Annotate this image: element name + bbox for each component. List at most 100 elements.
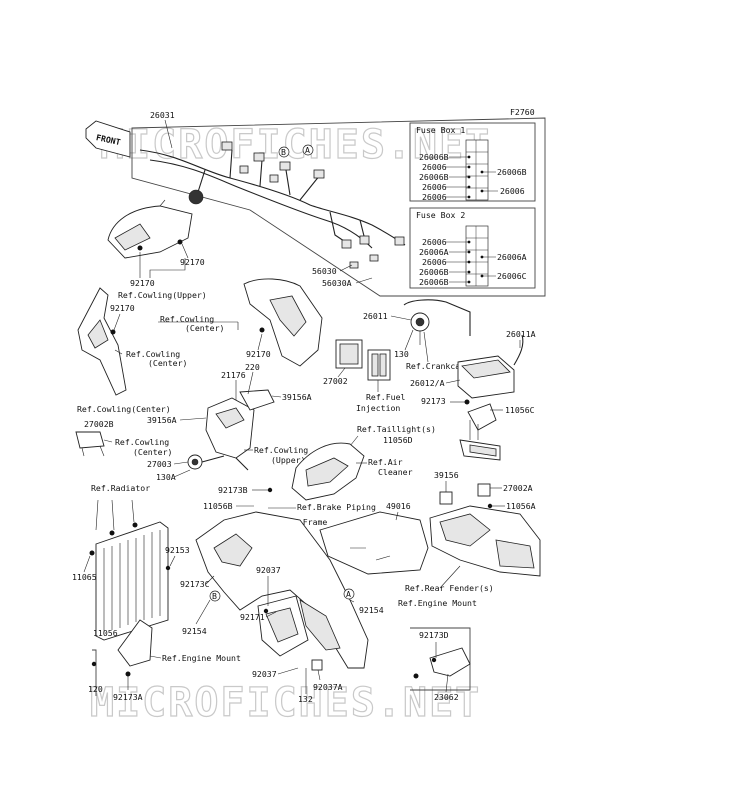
label-26011: 26011 [363,311,388,321]
svg-text:A: A [346,589,351,599]
part-27002A [477,483,491,497]
label-92171: 92171 [240,612,265,622]
label-39156A-a: 39156A [282,392,312,402]
label-92037-b: 92037 [252,669,277,679]
label-ref-cowling-center-4a: Ref.Cowling [115,437,169,447]
front-badge: FRONT [85,120,131,158]
label-92173D: 92173D [419,630,449,640]
radiator-part [89,521,169,641]
watermark-bottom: MICROFICHES.NET [90,680,481,726]
engine-mount-frame-right [410,627,471,691]
fb2-right-0: 26006A [497,252,527,262]
fb2-left-4: 26006B [419,277,449,287]
rear-fender-part [429,505,541,577]
label-27002B: 27002B [84,419,114,429]
label-ref-taillight: Ref.Taillight(s) [357,424,436,434]
engine-mount-frame-left [92,649,97,696]
marker-b-bottom: B [209,590,221,602]
label-ref-fuel-b: Injection [356,403,400,413]
label-56030: 56030 [312,266,337,276]
label-130: 130 [394,349,409,359]
label-132: 132 [298,694,313,704]
frame-assembly-part [195,511,369,669]
label-11056B: 11056B [203,501,233,511]
label-ref-brake: Ref.Brake Piping [297,502,376,512]
label-21176: 21176 [221,370,246,380]
fb1-left-4: 26006 [422,192,447,202]
part-39156 [439,491,453,505]
label-11056C: 11056C [505,405,535,415]
label-ref-crankcase: Ref.Crankcase [406,361,470,371]
fuse-box-1-title: Fuse Box 1 [416,125,465,135]
air-cleaner-part [291,442,365,501]
label-92037-a: 92037 [256,565,281,575]
taillight-bracket-part [459,403,501,461]
fuel-injection-part [367,349,391,381]
label-56030A: 56030A [322,278,352,288]
label-92173A: 92173A [113,692,143,702]
engine-mount-left-part [91,619,153,677]
harness-panel [131,117,546,297]
label-92154-a: 92154 [182,626,207,636]
label-26011A: 26011A [506,329,536,339]
bracket-27002b-part [75,431,105,457]
label-92170-b: 92170 [180,257,205,267]
marker-a-top: A [302,144,314,156]
label-ref-fuel-a: Ref.Fuel [366,392,406,402]
label-92173B: 92173B [218,485,248,495]
battery-26012-part [457,334,524,399]
fb1-right-1: 26006 [500,186,525,196]
svg-text:B: B [212,591,217,601]
fb1-right-0: 26006B [497,167,527,177]
fb2-left-3: 26006B [419,267,449,277]
label-ref-air-b: Cleaner [378,467,413,477]
label-92037A: 92037A [313,682,343,692]
center-bracket-part [187,389,275,471]
label-ref-cowling-upper-2a: Ref.Cowling [254,445,308,455]
part-92037A [311,659,323,671]
label-ref-engine-mount-2: Ref.Engine Mount [162,653,241,663]
figure-code: F2760 [510,107,535,117]
cowling-center-left-part [77,287,127,396]
label-92170-c: 92170 [110,303,135,313]
engine-mount-right-part [413,642,471,679]
label-ref-cowling-center-1b: (Center) [185,323,224,333]
label-120: 120 [88,684,103,694]
fb2-left-0: 26006 [422,237,447,247]
fuse-box-2-title: Fuse Box 2 [416,210,465,220]
marker-b-top: B [278,146,290,158]
label-11056D: 11056D [383,435,413,445]
label-ref-cowling-center-3b: (Center) [148,358,187,368]
label-23062: 23062 [434,692,459,702]
label-27002: 27002 [323,376,348,386]
fb2-right-1: 26006C [497,271,527,281]
fb2-left-1: 26006A [419,247,449,257]
marker-a-bottom: A [343,588,355,600]
label-92173C: 92173C [180,579,210,589]
label-92154-b: 92154 [359,605,384,615]
svg-text:B: B [281,147,286,157]
fuse-box-1-panel: Fuse Box 1 26006B 26006 26006B 26006 260… [409,122,536,202]
crank-sensor-part [403,299,471,345]
fuse-box-2-panel: Fuse Box 2 26006 26006A 26006 26006B 260… [409,207,536,289]
fb1-left-3: 26006 [422,182,447,192]
svg-text:A: A [305,145,310,155]
label-ref-rear-fender: Ref.Rear Fender(s) [405,583,494,593]
label-92170-a: 92170 [130,278,155,288]
label-27003: 27003 [147,459,172,469]
label-11056: 11056 [93,628,118,638]
label-39156: 39156 [434,470,459,480]
label-ref-cowling-center-2: Ref.Cowling(Center) [77,404,171,414]
fb1-left-0: 26006B [419,152,449,162]
label-39156A-b: 39156A [147,415,177,425]
label-ref-cowling-upper-1: Ref.Cowling(Upper) [118,290,207,300]
label-ref-engine-mount-1: Ref.Engine Mount [398,598,477,608]
fb1-left-1: 26006 [422,162,447,172]
label-11056A: 11056A [506,501,536,511]
label-27002A: 27002A [503,483,533,493]
wire-harness [139,141,406,269]
label-26012A: 26012/A [410,378,445,388]
label-26031: 26031 [150,110,175,120]
